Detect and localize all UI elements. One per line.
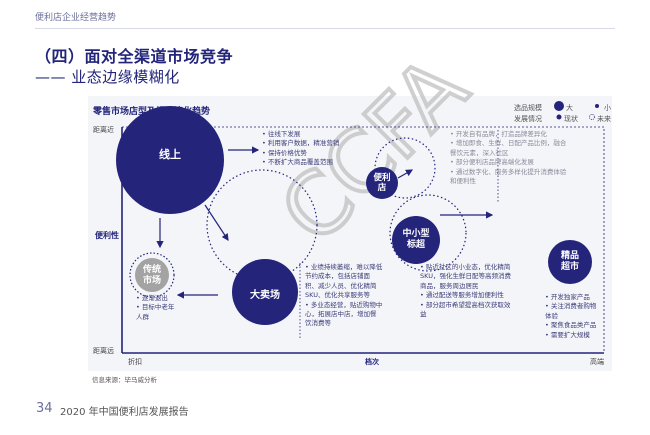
premium-bubble <box>548 240 592 284</box>
hypermarket-note: 心，拓展店中店，增加餐 <box>305 310 377 319</box>
online-note: • 不断扩大商品覆盖范围 <box>262 158 333 167</box>
premium-note: • 关注消费者购物 <box>545 302 597 311</box>
hypermarket-note: 节约成本，包括店铺面 <box>305 272 370 281</box>
traditional-label-line2: 市场 <box>142 276 161 286</box>
convenience-note: 餐饮元素，深入社区 <box>450 148 509 157</box>
premium-label-line1: 精品 <box>560 251 579 261</box>
premium-note: • 聚焦食品类产品 <box>545 321 597 330</box>
legend-big-dot <box>554 101 564 111</box>
header-divider <box>35 28 615 29</box>
mid-small-label-line2: 标超 <box>406 240 425 250</box>
online-bubble <box>116 106 224 214</box>
legend-status-future: 未来 <box>597 115 611 123</box>
hypermarket-notes: • 业绩持续萎缩，难以降低 节约成本，包括店铺面 积、减少人员、优化精简 SKU… <box>305 263 415 329</box>
legend-status-now: 现状 <box>564 115 578 123</box>
convenience-note: • 增加即食、生鲜、日配产品比例，融合 <box>450 139 567 148</box>
mid-small-label: 中小型 标超 <box>394 229 438 251</box>
mid-small-note: • 部分超市希望提高档次获取效 <box>420 300 511 309</box>
traditional-ring <box>129 252 175 298</box>
online-notes: • 往线下发展 • 利用客户数据，精准营销 • 保持价格优势 • 不断扩大商品覆… <box>262 130 382 168</box>
source-note: 信息来源：毕马威分析 <box>92 376 157 384</box>
convenience-arrow <box>397 169 414 179</box>
hypermarket-note: 积、减少人员、优化精简 <box>305 281 377 290</box>
y-axis-label: 便利性 <box>95 231 119 240</box>
legend-scale-big: 大 <box>566 104 573 112</box>
convenience-label: 便利 店 <box>366 173 398 193</box>
premium-note: • 开发独家产品 <box>545 293 590 301</box>
hypermarket-note: 饮消费等 <box>305 319 331 328</box>
convenience-note: • 开发自有品牌，打造品牌差异化 <box>450 130 547 138</box>
section-title: （四）面对全渠道市场竞争 <box>35 47 234 66</box>
convenience-note: • 部分便利店品牌高端化发展 <box>450 158 534 167</box>
convenience-label-line1: 便利 <box>373 173 391 183</box>
traditional-label-line1: 传统 <box>142 265 161 275</box>
hypermarket-note: SKU、优化共享服务等 <box>305 291 370 300</box>
legend-scale-small: 小 <box>604 104 611 112</box>
legend-small-dot <box>595 104 599 108</box>
page-number: 34 <box>36 401 53 416</box>
traditional-note: 人群 <box>136 312 149 321</box>
convenience-bubble <box>366 167 398 199</box>
chart-frame <box>121 126 605 354</box>
online-arrow-hyper <box>204 204 229 242</box>
mid-small-label-line1: 中小型 <box>402 229 430 239</box>
mid-small-notes: • 贴近社区的小业态，优化精简 SKU，强化生鲜日配等高频消费 商品，服务周边居… <box>420 263 550 319</box>
traditional-bubble <box>135 258 169 292</box>
legend-now-dot <box>556 114 562 120</box>
convenience-future-ring <box>374 137 436 199</box>
mid-small-note: • 贴近社区的小业态，优化精简 <box>420 263 511 271</box>
footer-report-title: 2020 年中国便利店发展报告 <box>60 407 189 418</box>
hypermarket-future-ring <box>206 169 318 281</box>
report-header: 便利店企业经营趋势 <box>35 13 117 23</box>
y-axis-top-label: 距离近 <box>93 126 114 134</box>
mid-small-bubble <box>392 216 440 264</box>
x-axis-left-label: 折扣 <box>128 358 142 366</box>
legend-status-label: 发展情况 <box>514 115 542 123</box>
convenience-label-line2: 店 <box>377 183 387 193</box>
legend-future-dot <box>589 114 595 120</box>
traditional-notes: • 逐渐退出 • 目标中老年 人群 <box>136 294 216 322</box>
premium-label: 精品 超市 <box>550 251 590 273</box>
mid-small-note: • 通过配送等服务增加便利性 <box>420 291 504 300</box>
online-note: • 往线下发展 <box>262 130 301 138</box>
x-axis-right-label: 高端 <box>590 358 604 366</box>
mid-small-note: SKU，强化生鲜日配等高频消费 <box>420 272 511 281</box>
online-label: 线上 <box>159 148 181 161</box>
hypermarket-bubble <box>232 259 298 325</box>
hypermarket-label: 大卖场 <box>250 290 280 301</box>
hypermarket-note: • 业绩持续萎缩，难以降低 <box>305 263 383 271</box>
online-note: • 保持价格优势 <box>262 148 307 157</box>
premium-note: 体验 <box>545 311 558 320</box>
mid-small-note: 商品，服务周边居民 <box>420 281 479 290</box>
convenience-note: • 通过数字化、服务多样化提升消费体验 <box>450 167 567 176</box>
traditional-note: • 逐渐退出 <box>136 294 168 302</box>
online-note: • 利用客户数据，精准营销 <box>262 139 340 148</box>
section-subtitle: —— 业态边缘模糊化 <box>35 68 180 86</box>
mid-small-future-ring <box>389 194 467 272</box>
traditional-note: • 目标中老年 <box>136 303 175 312</box>
hypermarket-note: • 多业态经营，贴近购物中 <box>305 300 383 309</box>
premium-label-line2: 超市 <box>560 262 579 272</box>
convenience-note: 和便利性 <box>450 177 476 186</box>
premium-notes: • 开发独家产品 • 关注消费者购物 体验 • 聚焦食品类产品 • 需要扩大规模 <box>545 293 611 340</box>
legend-scale-label: 选品规模 <box>514 104 542 112</box>
premium-note: • 需要扩大规模 <box>545 330 590 339</box>
traditional-label: 传统 市场 <box>132 265 172 287</box>
y-axis-bottom-label: 距离远 <box>93 347 114 355</box>
x-axis-label: 档次 <box>365 358 379 366</box>
mid-small-note: 益 <box>420 310 427 319</box>
convenience-notes: • 开发自有品牌，打造品牌差异化 • 增加即食、生鲜、日配产品比例，融合 餐饮元… <box>450 130 610 186</box>
